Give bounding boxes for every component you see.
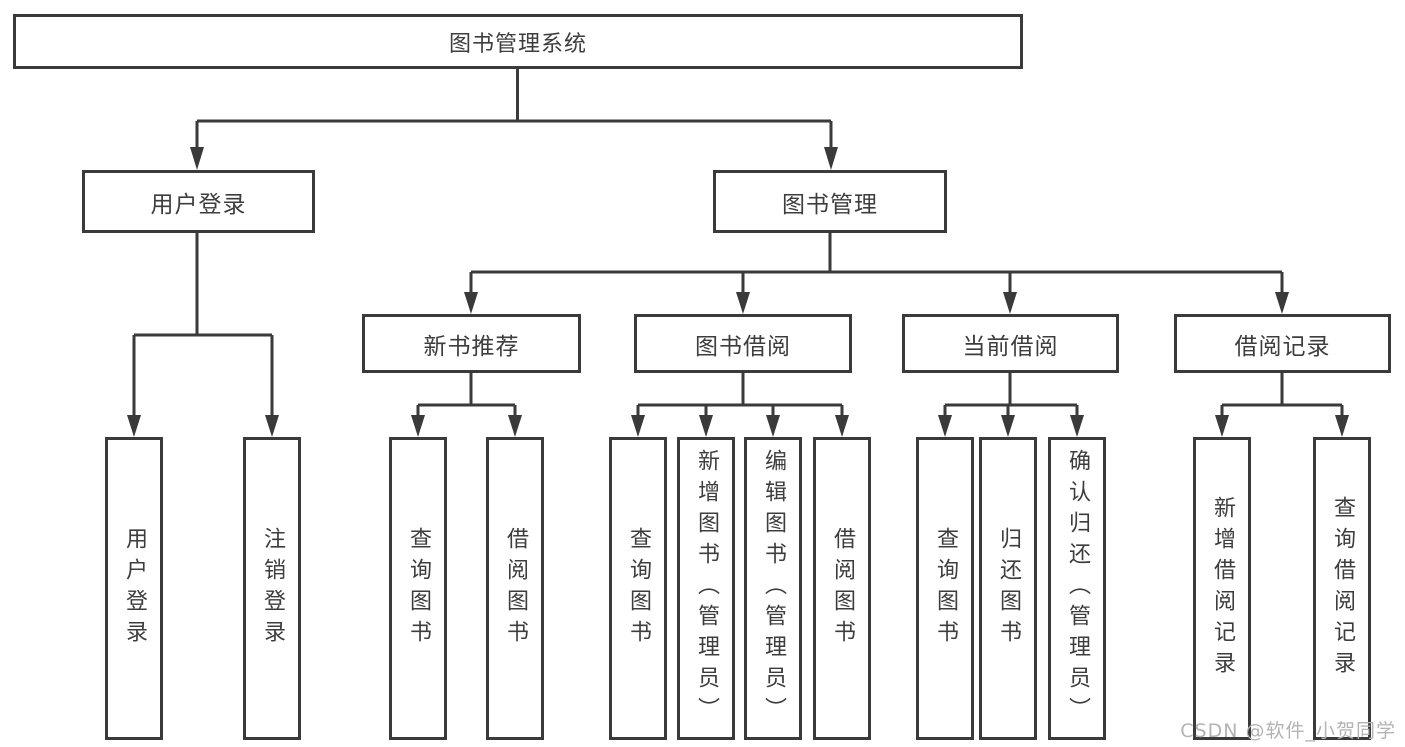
node-borrow-records: 借阅记录 [1174, 314, 1391, 373]
connector-current-borrow-branch [943, 373, 1079, 418]
node-book-borrow: 图书借阅 [634, 314, 852, 373]
arrowhead-icon [1275, 292, 1289, 314]
connector-book-management-branch [469, 233, 1284, 295]
leaf-confirm-return-admin: 确认归还（管理员） [1048, 437, 1106, 740]
arrowhead-icon [190, 147, 204, 170]
leaf-borrow-books-recommend: 借阅图书 [486, 437, 544, 740]
arrowhead-icon [265, 415, 279, 437]
arrowhead-icon [699, 415, 713, 437]
node-book-management: 图书管理 [713, 170, 947, 233]
node-library-management-system: 图书管理系统 [13, 14, 1023, 69]
arrowhead-icon [1001, 415, 1015, 437]
node-user-login: 用户登录 [82, 170, 315, 233]
connector-book-borrow-branch [636, 373, 844, 418]
connector-new-book-recommend-branch [416, 373, 517, 418]
leaf-edit-books-admin: 编辑图书（管理员） [744, 437, 802, 740]
leaf-query-books-current: 查询图书 [916, 437, 974, 740]
leaf-user-login: 用户登录 [105, 437, 163, 740]
connector-user-login-branch [132, 233, 274, 418]
arrowhead-icon [1070, 415, 1084, 437]
arrowhead-icon [824, 147, 838, 170]
arrowhead-icon [938, 415, 952, 437]
node-current-borrow: 当前借阅 [902, 314, 1119, 373]
arrowhead-icon [736, 292, 750, 314]
arrowhead-icon [1003, 292, 1017, 314]
arrowhead-icon [411, 415, 425, 437]
leaf-query-books-borrow: 查询图书 [609, 437, 667, 740]
leaf-borrow-books: 借阅图书 [813, 437, 871, 740]
connector-root-to-level1 [195, 69, 833, 150]
arrowhead-icon [1215, 415, 1229, 437]
leaf-add-books-admin: 新增图书（管理员） [677, 437, 735, 740]
arrowhead-icon [508, 415, 522, 437]
arrowhead-icon [835, 415, 849, 437]
leaf-return-books: 归还图书 [979, 437, 1037, 740]
arrowhead-icon [464, 292, 478, 314]
arrowhead-icon [631, 415, 645, 437]
arrowhead-icon [1335, 415, 1349, 437]
leaf-add-borrow-record: 新增借阅记录 [1193, 437, 1251, 740]
leaf-query-books-recommend: 查询图书 [389, 437, 447, 740]
node-new-book-recommend: 新书推荐 [362, 314, 581, 373]
arrowhead-icon [766, 415, 780, 437]
leaf-query-borrow-record: 查询借阅记录 [1313, 437, 1371, 740]
arrowhead-icon [127, 415, 141, 437]
leaf-logout: 注销登录 [243, 437, 301, 740]
connector-borrow-records-branch [1220, 373, 1344, 418]
